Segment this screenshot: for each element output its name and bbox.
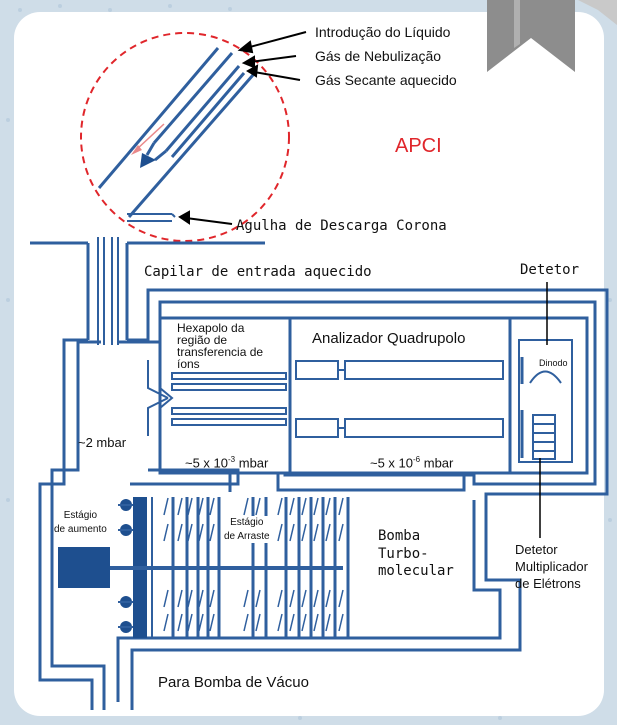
spray-cone (140, 153, 156, 168)
quadrupole-label: Analizador Quadrupolo (312, 330, 466, 347)
flow-arrowhead (131, 145, 142, 155)
corona-needle-label: Agulha de Descarga Corona (236, 218, 447, 234)
dynode-label: Dinodo (539, 358, 568, 368)
heated-capillary-label: Capilar de entrada aquecido (144, 264, 372, 280)
hexapole-label: Hexapolo da região de transferencia de í… (177, 321, 264, 371)
pressure-6-base: ~5 x 10 (370, 455, 414, 471)
pressure-3-label: ~5 x 10-3 mbar (185, 455, 268, 471)
drag-stage-label: Estágio de Arraste (224, 516, 270, 543)
corner-banner (487, 0, 617, 72)
pressure-3-base: ~5 x 10 (185, 455, 229, 471)
flow-arrow (135, 123, 165, 151)
apci-zoom-circle (80, 32, 290, 242)
pressure-3-exponent: -3 (228, 455, 236, 464)
turbo-pump-label: Bomba Turbo- molecular (378, 528, 454, 579)
vacuum-pump-label: Para Bomba de Vácuo (158, 674, 309, 691)
detector-assembly (518, 339, 573, 463)
diagram-frame (14, 12, 604, 716)
liquid-intro-label: Introdução do Líquido (315, 24, 451, 40)
hexapole-assembly (147, 360, 287, 436)
nebulizing-gas-label: Gás de Nebulização (315, 48, 442, 64)
quadrupole-rods (295, 360, 504, 438)
detector-label: Detetor (520, 262, 580, 278)
pressure-6-unit: mbar (420, 455, 454, 471)
label-pointer-arrows (178, 31, 307, 225)
vacuum-housing (38, 288, 609, 710)
apci-title: APCI (395, 135, 442, 157)
pressure-3-unit: mbar (235, 455, 269, 471)
boost-stage-label: Estágio de aumento (54, 510, 107, 535)
background-pattern (6, 4, 612, 720)
turbo-pump (58, 497, 350, 638)
pressure-6-label: ~5 x 10-6 mbar (370, 455, 453, 471)
pressure-2mbar-label: ~2 mbar (78, 435, 127, 450)
heated-capillary (30, 237, 265, 345)
drying-gas-label: Gás Secante aquecido (315, 72, 457, 88)
em-detector-label: Detetor Multiplicador de Elétrons (515, 542, 588, 591)
apci-probe (97, 47, 255, 218)
corona-needle (127, 213, 176, 222)
pressure-6-exponent: -6 (413, 455, 421, 464)
